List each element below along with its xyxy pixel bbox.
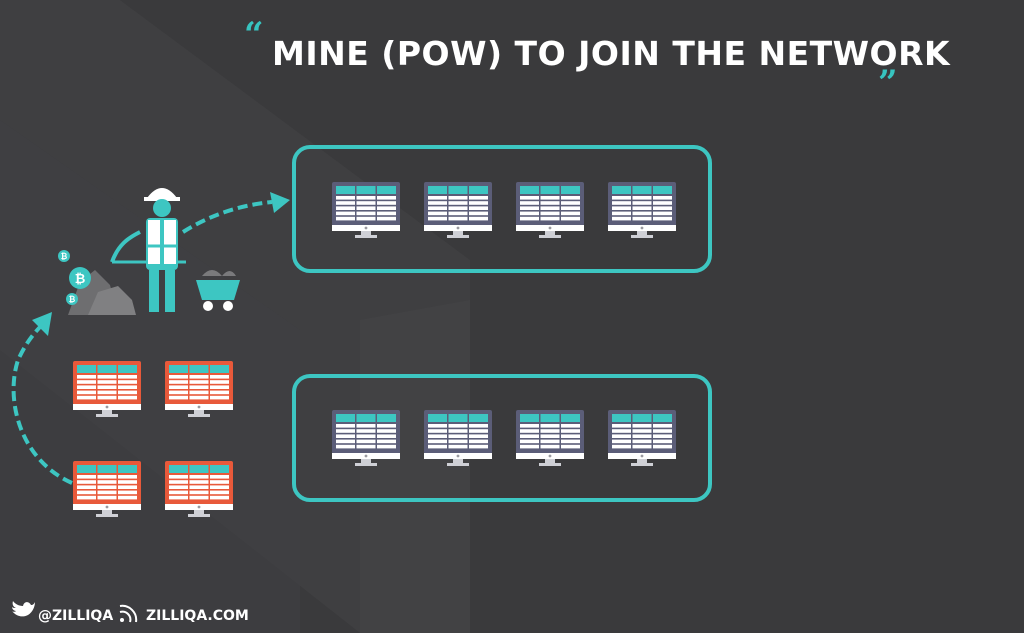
website-link[interactable]: ZILLIQA.COM [146,608,249,624]
bitcoin-icon: ₿ ₿ ₿ [58,250,91,305]
twitter-handle[interactable]: @ZILLIQA [38,608,114,624]
network-node-g1-2 [424,182,492,238]
network-node-g1-1 [332,182,400,238]
wifi-signal-icon [119,604,138,623]
candidate-node-3 [73,461,141,517]
rock-pile-icon [68,270,136,315]
svg-text:₿: ₿ [69,295,76,304]
network-group-1 [292,145,712,273]
svg-text:₿: ₿ [75,272,86,287]
candidate-node-1 [73,361,141,417]
network-node-g1-3 [516,182,584,238]
network-node-g2-4 [608,410,676,466]
miner-icon [110,188,186,312]
candidate-node-2 [165,361,233,417]
svg-text:₿: ₿ [61,252,68,261]
network-node-g2-1 [332,410,400,466]
join-arrow-icon [181,192,290,234]
slide-title: MINE (POW) TO JOIN THE NETWORK [272,34,951,73]
network-node-g2-2 [424,410,492,466]
twitter-icon [12,601,35,617]
network-node-g2-3 [516,410,584,466]
network-group-2 [292,374,712,502]
network-node-g1-4 [608,182,676,238]
close-quote-mark: ” [878,63,898,103]
candidate-node-4 [165,461,233,517]
mining-arrow-icon [11,312,73,485]
open-quote-mark: “ [244,15,264,55]
mine-cart-icon [196,270,240,311]
